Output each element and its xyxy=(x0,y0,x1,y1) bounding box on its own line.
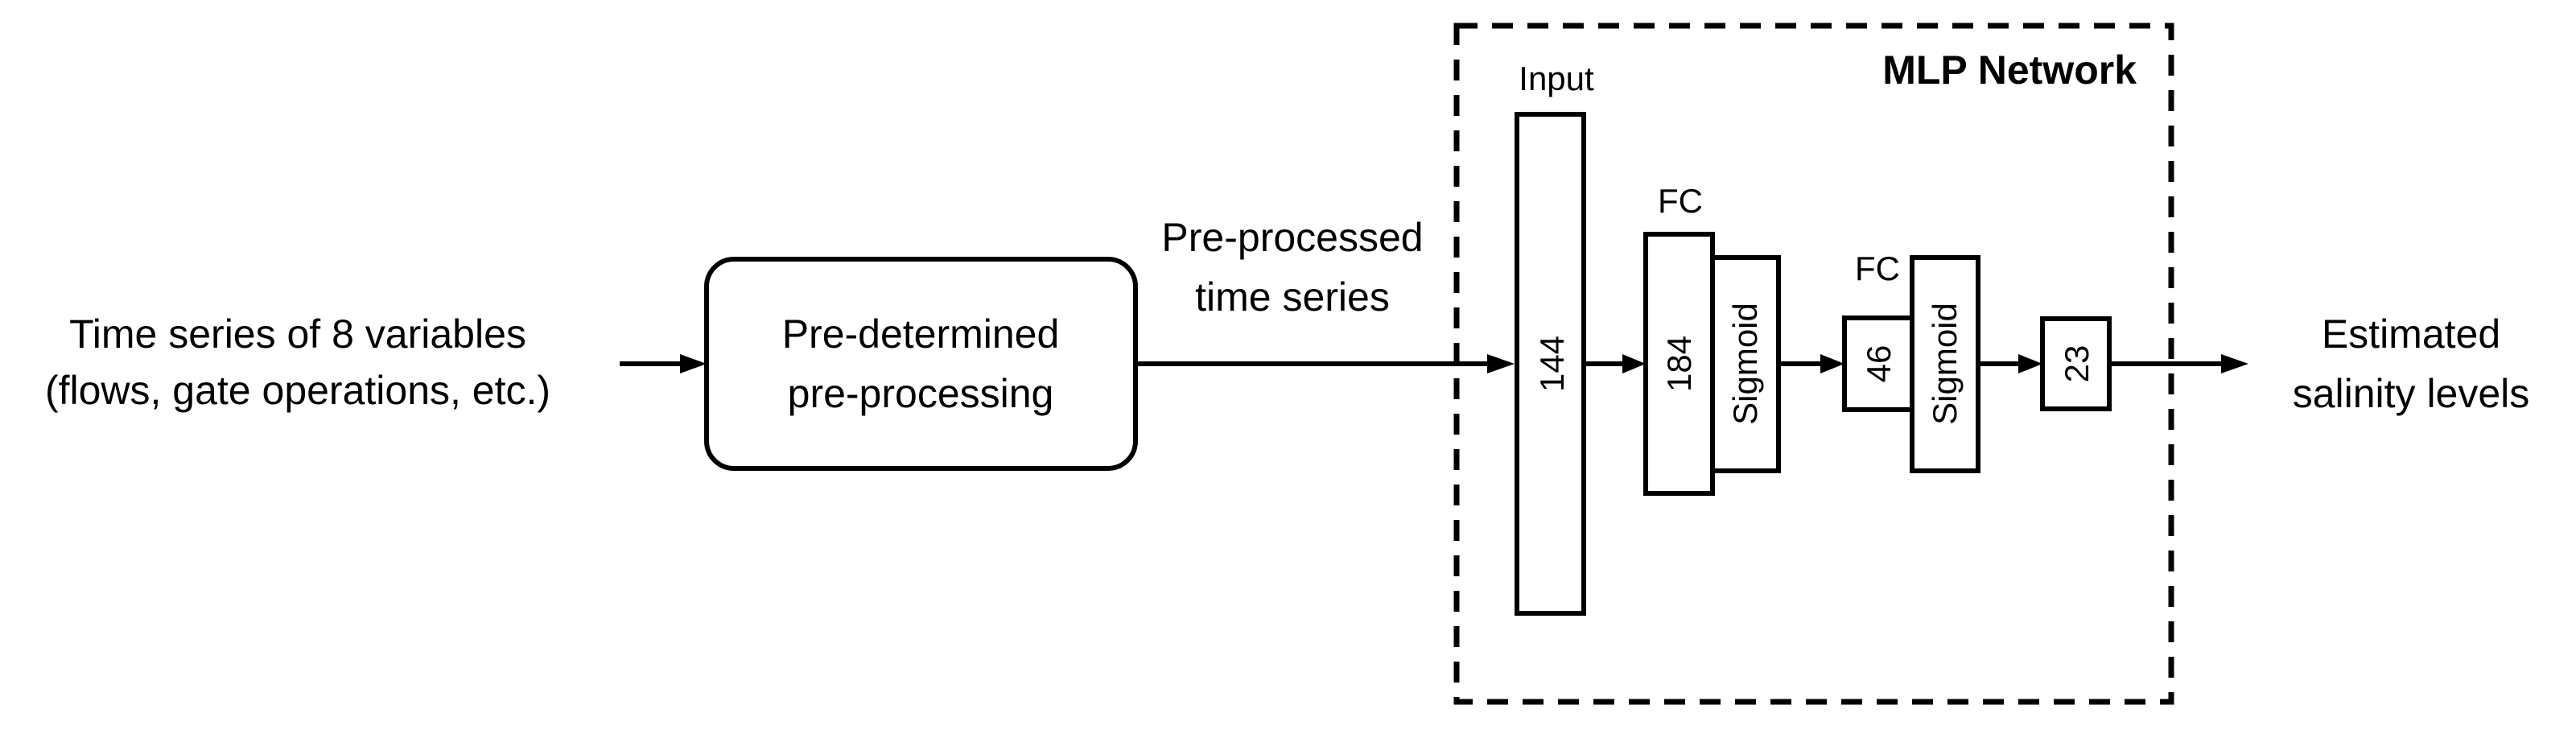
sigmoid1-label: Sigmoid xyxy=(1726,303,1764,425)
arrowhead-to-preprocessing xyxy=(680,354,707,373)
arrowhead-to-input-layer xyxy=(1487,354,1515,373)
input-description-line1: Time series of 8 variables xyxy=(69,311,526,357)
fc1-layer xyxy=(1643,232,1715,496)
input-layer xyxy=(1515,112,1586,616)
input-description-line2: (flows, gate operations, etc.) xyxy=(45,368,550,413)
preprocessing-label-line1: Pre-determined xyxy=(782,311,1060,357)
fc2-layer-size: 46 xyxy=(1860,345,1898,383)
mlp-network-title: MLP Network xyxy=(1882,47,2137,93)
output-layer xyxy=(2040,316,2112,411)
sigmoid1-layer xyxy=(1710,255,1781,473)
preprocessed-label-line1: Pre-processed xyxy=(1161,215,1423,260)
arrowhead-input-to-fc1 xyxy=(1622,354,1646,373)
arrowhead-to-estimated xyxy=(2221,354,2248,373)
input-layer-size: 144 xyxy=(1533,336,1571,392)
arrowhead-sigmoid2-to-output xyxy=(2018,354,2042,373)
sigmoid2-label: Sigmoid xyxy=(1926,303,1964,425)
preprocessed-label-line2: time series xyxy=(1195,274,1390,320)
input-caption: Input xyxy=(1519,60,1594,97)
output-description-line2: salinity levels xyxy=(2293,371,2530,416)
output-description-line1: Estimated xyxy=(2322,311,2500,357)
mlp-network-frame xyxy=(1453,23,2174,705)
fc1-caption: FC xyxy=(1658,182,1703,220)
preprocessing-box xyxy=(704,257,1138,471)
fc2-caption: FC xyxy=(1855,250,1900,287)
preprocessing-label-line2: pre-processing xyxy=(788,371,1054,416)
arrowhead-sigmoid1-to-fc2 xyxy=(1820,354,1844,373)
sigmoid2-layer xyxy=(1910,255,1980,473)
output-layer-size: 23 xyxy=(2058,345,2096,383)
fc1-layer-size: 184 xyxy=(1660,336,1698,392)
